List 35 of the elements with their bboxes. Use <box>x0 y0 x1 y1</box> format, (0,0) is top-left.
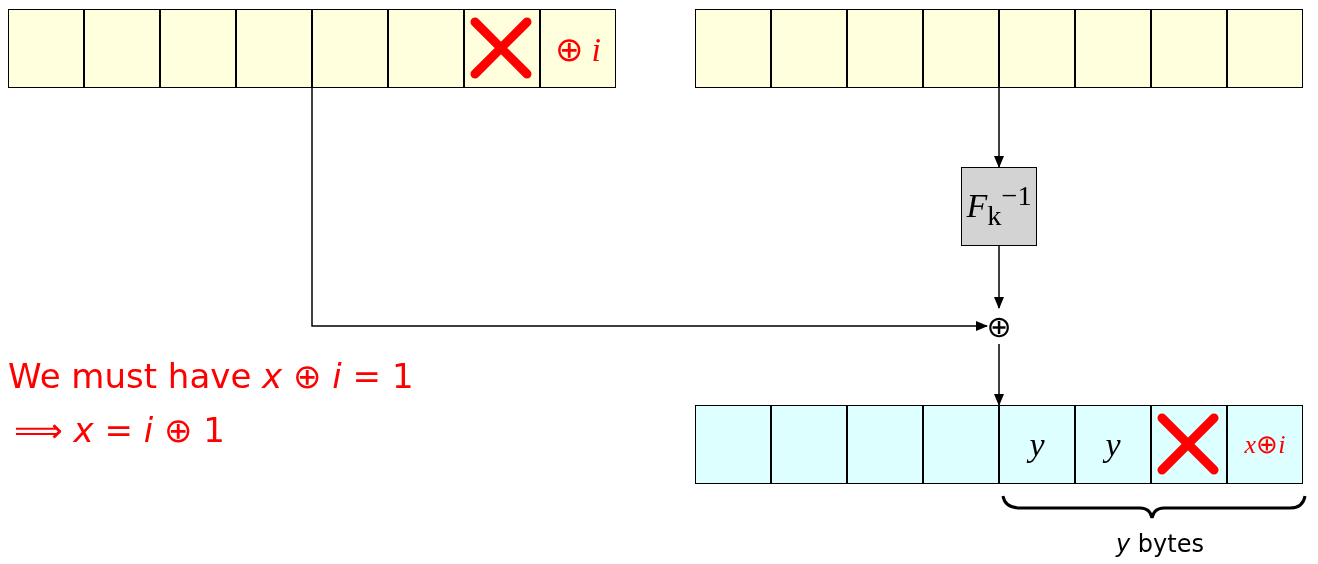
byte-cell <box>771 9 847 88</box>
byte-cell <box>1151 9 1227 88</box>
byte-cell <box>999 405 1075 484</box>
note-text: We must have x ⊕ i = 1 <box>8 356 414 396</box>
byte-cell <box>923 9 999 88</box>
byte-cell <box>236 9 312 88</box>
byte-cell <box>540 9 616 88</box>
byte-value: x⊕i <box>1244 429 1286 460</box>
byte-cell <box>771 405 847 484</box>
byte-cell <box>1075 9 1151 88</box>
byte-cell <box>1075 405 1151 484</box>
byte-cell <box>1227 405 1303 484</box>
xor-symbol: ⊕ <box>987 308 1011 344</box>
brace-label: y bytes <box>1116 530 1204 558</box>
arrow <box>994 87 1004 168</box>
arrow <box>994 245 1004 309</box>
byte-cell <box>8 9 84 88</box>
arrow <box>311 87 988 331</box>
byte-cell <box>1151 405 1227 484</box>
byte-cell <box>847 9 923 88</box>
byte-cell <box>160 9 236 88</box>
arrow <box>994 343 1004 406</box>
byte-cell <box>695 9 771 88</box>
byte-cell <box>999 9 1075 88</box>
byte-value: ⊕ i <box>555 29 601 69</box>
function-box <box>961 167 1037 246</box>
byte-cell <box>84 9 160 88</box>
byte-cell <box>312 9 388 88</box>
byte-cell <box>695 405 771 484</box>
note-text: ⟹ x = i ⊕ 1 <box>14 410 225 450</box>
byte-cell <box>1227 9 1303 88</box>
byte-cell <box>464 9 540 88</box>
byte-cell <box>923 405 999 484</box>
byte-cell <box>847 405 923 484</box>
byte-cell <box>388 9 464 88</box>
